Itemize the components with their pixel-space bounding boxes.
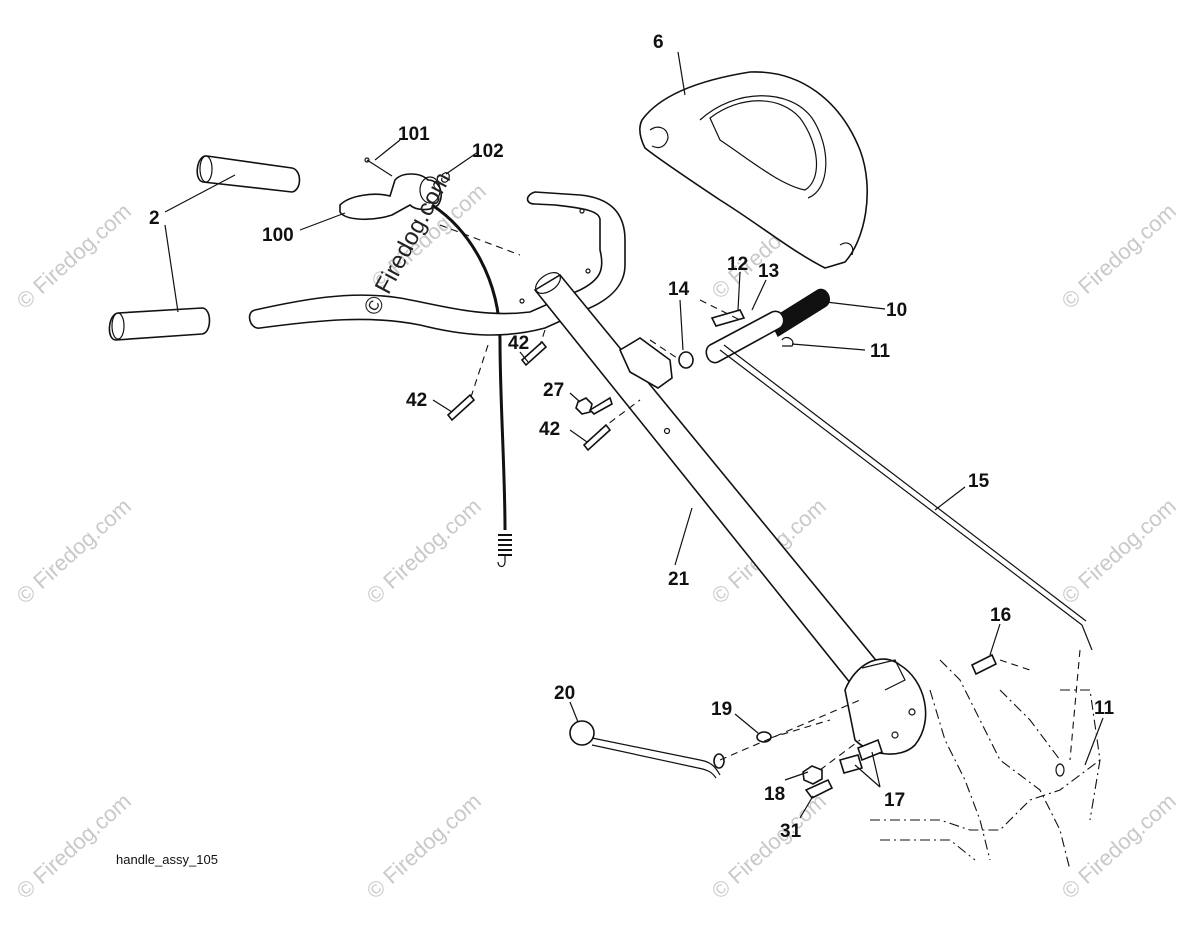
callout-10: 10	[886, 300, 907, 321]
callout-11-lower: 11	[1094, 698, 1115, 719]
assembly-lines	[439, 224, 1081, 771]
part-2-grips	[108, 155, 301, 341]
watermark-text: © Firedog.com	[362, 788, 486, 903]
callout-16: 16	[990, 605, 1011, 626]
callout-15: 15	[968, 471, 990, 492]
watermark-text: © Firedog.com	[1057, 493, 1180, 608]
callout-42-c: 42	[539, 419, 560, 440]
callout-42-b: 42	[406, 390, 427, 411]
callout-42-a: 42	[508, 333, 529, 354]
callout-17: 17	[884, 790, 905, 811]
callout-27: 27	[543, 380, 564, 401]
part-100-control-lever	[339, 157, 512, 568]
watermark-text: © Firedog.com	[12, 493, 136, 608]
callout-2: 2	[149, 208, 160, 229]
callout-18: 18	[764, 784, 785, 805]
watermark-text: © Firedog.com	[1057, 788, 1180, 903]
watermark-text: © Firedog.com	[1057, 198, 1180, 313]
tiller-frame-outline	[870, 659, 1101, 871]
watermark-text: © Firedog.com	[12, 198, 136, 313]
leader-lines	[164, 51, 1104, 819]
lower-parts	[569, 653, 998, 800]
callout-101: 101	[398, 124, 430, 145]
callout-21: 21	[668, 569, 690, 590]
callout-6: 6	[653, 32, 664, 53]
watermark-text: © Firedog.com	[707, 788, 831, 903]
callout-labels: 6 101 102 2 100 12 13 14 10 11 42 42 27 …	[149, 32, 1115, 842]
callout-12: 12	[727, 254, 748, 275]
callout-19: 19	[711, 699, 732, 720]
diagram-caption: handle_assy_105	[116, 852, 218, 867]
watermark-text: © Firedog.com	[362, 493, 486, 608]
callout-102: 102	[472, 141, 504, 162]
callout-14: 14	[668, 279, 690, 300]
callout-11-upper: 11	[870, 341, 891, 362]
part-21-handle	[248, 191, 927, 755]
callout-31: 31	[780, 821, 802, 842]
callout-20: 20	[554, 683, 575, 704]
part-10-clutch-lever	[618, 288, 1093, 651]
part-6-guard-cover	[639, 71, 869, 269]
callout-100: 100	[262, 225, 294, 246]
callout-13: 13	[758, 261, 779, 282]
watermark-text: © Firedog.com	[12, 788, 136, 903]
fasteners-42-27	[446, 340, 613, 452]
